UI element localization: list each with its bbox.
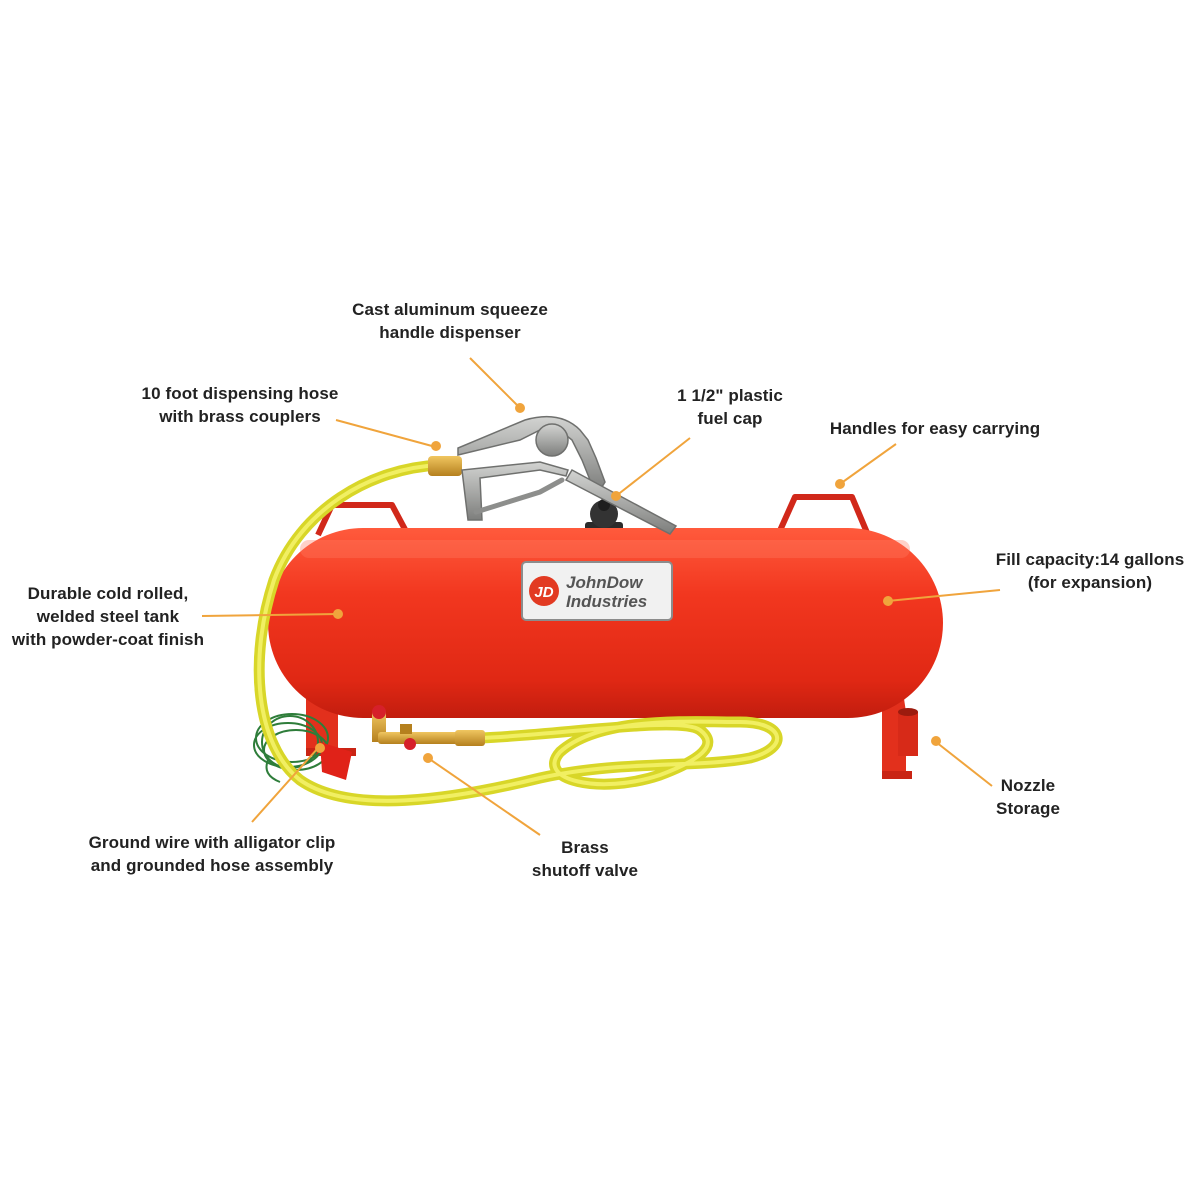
callout-line: 10 foot dispensing hose — [141, 384, 339, 403]
callout-shutoff-valve: Brass shutoff valve — [520, 836, 650, 882]
callout-dots — [315, 403, 941, 763]
alligator-clip-icon — [320, 742, 352, 780]
callout-fuel-cap: 1 1/2" plastic fuel cap — [650, 384, 810, 430]
callout-dispensing-hose: 10 foot dispensing hose with brass coupl… — [130, 382, 350, 428]
callout-line: Brass — [561, 838, 609, 857]
callout-line: handle dispenser — [379, 323, 521, 342]
nozzle-dispenser-icon — [428, 415, 678, 535]
callout-line: fuel cap — [697, 409, 763, 428]
left-carry-handle — [315, 502, 411, 537]
shutoff-valve-icon — [372, 705, 485, 750]
callout-leaders — [201, 357, 1001, 836]
callout-line: and grounded hose assembly — [90, 856, 334, 875]
callout-line: welded steel tank — [36, 607, 180, 626]
logo-line-2: Industries — [566, 592, 647, 611]
callout-handles: Handles for easy carrying — [820, 417, 1050, 440]
callout-line: Durable cold rolled, — [27, 584, 189, 603]
callout-line: Ground wire with alligator clip — [88, 833, 336, 852]
callout-line: Storage — [996, 799, 1060, 818]
callout-line: Cast aluminum squeeze — [352, 300, 548, 319]
callout-line: with brass couplers — [159, 407, 321, 426]
callout-line: Nozzle — [1000, 776, 1056, 795]
callout-steel-tank: Durable cold rolled, welded steel tank w… — [8, 582, 208, 651]
callout-line: Handles for easy carrying — [829, 419, 1041, 438]
right-carry-handle — [775, 494, 871, 537]
callout-line: with powder-coat finish — [11, 630, 205, 649]
callout-line: 1 1/2" plastic — [677, 386, 783, 405]
callout-nozzle-dispenser: Cast aluminum squeeze handle dispenser — [340, 298, 560, 344]
callout-ground-wire: Ground wire with alligator clip and grou… — [82, 831, 342, 877]
callout-line: Fill capacity:14 gallons — [995, 550, 1185, 569]
logo-line-1: JohnDow — [566, 573, 644, 592]
nozzle-storage-sleeve — [898, 708, 918, 756]
logo-monogram: JD — [534, 584, 553, 601]
brand-logo: JD JohnDow Industries — [521, 561, 673, 621]
tank-body — [268, 528, 943, 718]
callout-line: shutoff valve — [531, 861, 639, 880]
callout-nozzle-storage: Nozzle Storage — [978, 774, 1078, 820]
callout-line: (for expansion) — [1027, 573, 1153, 592]
callout-fill-capacity: Fill capacity:14 gallons (for expansion) — [990, 548, 1190, 594]
